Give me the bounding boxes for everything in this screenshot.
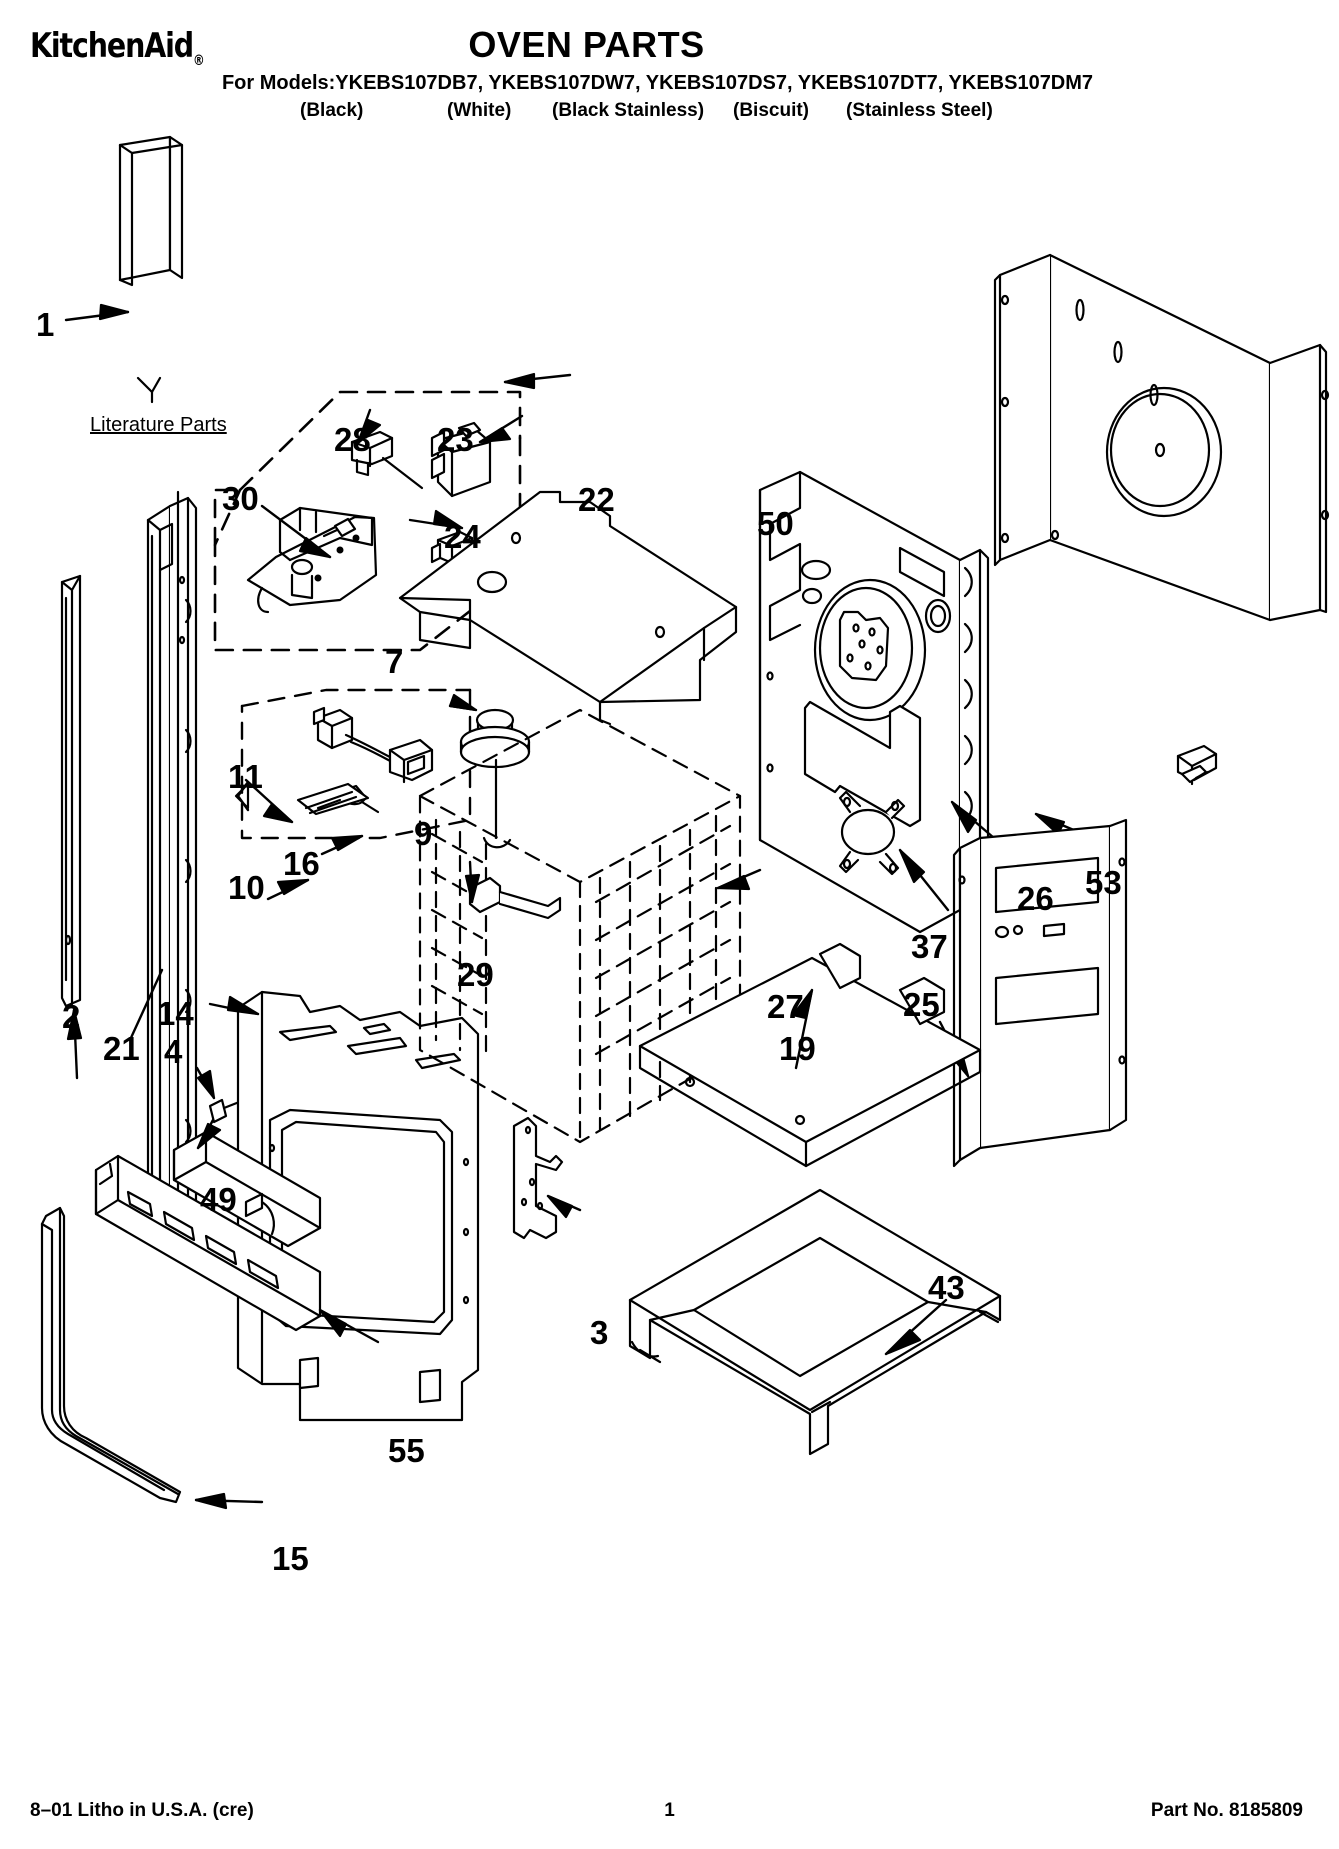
part-21-side-rack-guide: [146, 490, 198, 1222]
callout-number-25: 25: [903, 986, 940, 1023]
group-label-literature-parts: Literature Parts: [90, 414, 227, 436]
finish-label-1: (White): [447, 100, 512, 121]
finish-label-2: (Black Stainless): [552, 100, 705, 121]
callout-number-9: 9: [414, 815, 433, 852]
part-53-clip: [1176, 744, 1218, 786]
callout-number-21: 21: [103, 1030, 140, 1067]
page-header: KitchenAid® OVEN PARTS For Models:YKEBS1…: [0, 0, 1339, 130]
callout-number-53: 53: [1085, 864, 1122, 901]
part-30-bracket-assembly: [246, 506, 378, 614]
group-27-oven-cavity: [418, 708, 742, 1144]
callout-number-22: 22: [578, 481, 615, 518]
callout-number-2: 2: [62, 998, 81, 1035]
part-1-literature: [118, 135, 184, 287]
callout-number-55: 55: [388, 1432, 425, 1469]
callout-number-43: 43: [928, 1269, 965, 1306]
callout-number-10: 10: [228, 869, 265, 906]
callout-number-1: 1: [36, 306, 55, 343]
part-10-lens: [296, 782, 370, 816]
footer-page-number: 1: [664, 1800, 675, 1821]
finish-label-4: (Stainless Steel): [846, 100, 993, 121]
page-footer: 8–01 Litho in U.S.A. (cre) 1 Part No. 81…: [0, 1800, 1339, 1840]
callout-number-4: 4: [164, 1033, 183, 1070]
callout-number-28: 28: [334, 421, 371, 458]
callout-number-49: 49: [200, 1181, 237, 1218]
callout-number-11: 11: [228, 758, 263, 795]
callout-number-3: 3: [590, 1314, 609, 1351]
model-list: For Models:YKEBS107DB7, YKEBS107DW7, YKE…: [221, 72, 1094, 94]
part-50-rear-panel: [993, 253, 1330, 622]
callout-number-19: 19: [779, 1030, 816, 1067]
callout-number-24: 24: [444, 518, 481, 555]
part-16-lamp-socket: [312, 706, 434, 784]
part-2-trim-strip: [60, 574, 82, 1008]
part-9-thermostat: [459, 708, 531, 849]
part-55-vent-trim: [94, 1154, 322, 1332]
part-26-side-chassis: [758, 470, 990, 934]
part-15-door-gasket: [40, 1206, 182, 1504]
footer-part-number: Part No. 8185809: [1150, 1800, 1303, 1821]
callout-number-29: 29: [457, 956, 494, 993]
kitchenaid-logo: KitchenAid®: [30, 26, 205, 69]
part-29-bracket: [468, 876, 562, 920]
callout-number-27: 27: [767, 988, 804, 1025]
callout-number-50: 50: [757, 505, 794, 542]
callout-number-7: 7: [385, 643, 404, 680]
callout-number-30: 30: [222, 480, 259, 517]
registered-mark-icon: ®: [193, 52, 205, 69]
finish-label-3: (Biscuit): [733, 100, 809, 121]
footer-litho-info: 8–01 Litho in U.S.A. (cre): [30, 1800, 254, 1821]
callout-number-37: 37: [911, 928, 948, 965]
finish-label-0: (Black): [300, 100, 364, 121]
callout-number-15: 15: [272, 1540, 309, 1577]
part-43-bottom-pan: [628, 1188, 1002, 1456]
page-title: OVEN PARTS: [468, 24, 705, 65]
callout-number-23: 23: [437, 421, 474, 458]
group-11-dashed-box: [240, 688, 472, 840]
part-23-relay: [430, 421, 492, 498]
part-37-bimetal: [838, 790, 906, 876]
callout-number-26: 26: [1017, 880, 1054, 917]
callout-number-16: 16: [283, 845, 320, 882]
part-7-top-panel: [398, 490, 738, 726]
part-3-hinge-bracket: [512, 1116, 564, 1240]
brand-text: KitchenAid: [30, 26, 194, 66]
part-19-shelf: [638, 942, 982, 1168]
callout-number-14: 14: [157, 995, 194, 1032]
